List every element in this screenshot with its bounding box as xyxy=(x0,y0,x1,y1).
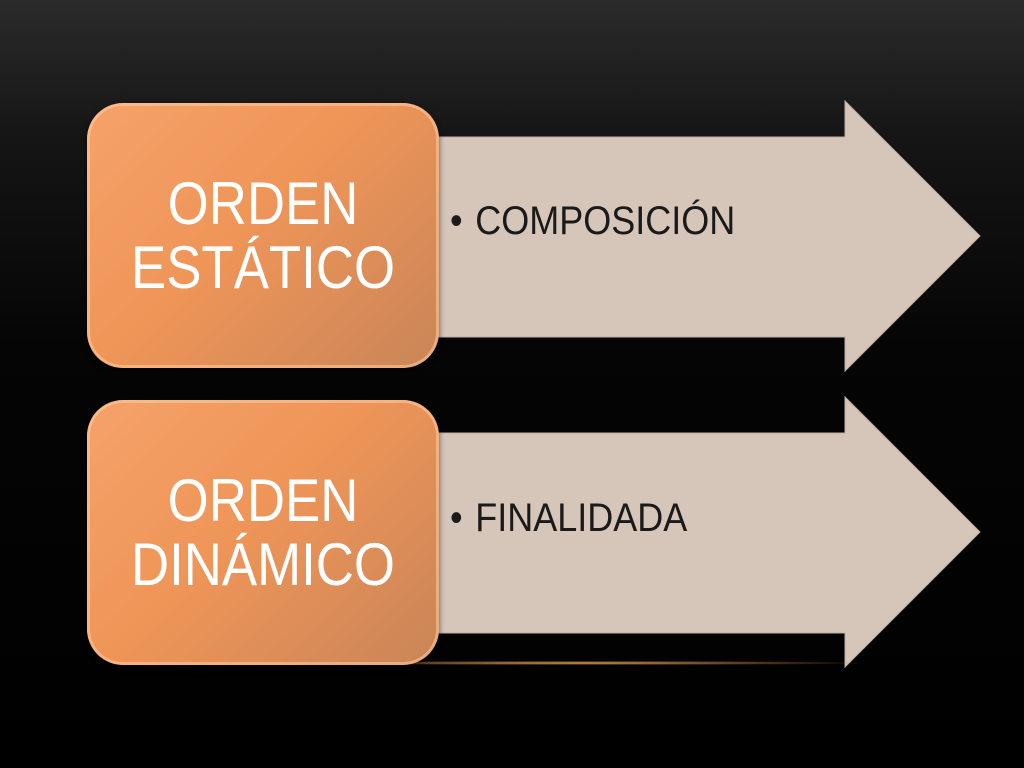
glow-line xyxy=(300,661,860,665)
block-title: ORDEN ESTÁTICO xyxy=(130,169,396,301)
block-title-line: DINÁMICO xyxy=(131,530,395,598)
block-orden-estatico: ORDEN ESTÁTICO xyxy=(87,103,439,368)
block-title-line: ORDEN xyxy=(167,169,359,237)
block-title-line: ESTÁTICO xyxy=(130,233,396,301)
block-orden-dinamico: ORDEN DINÁMICO xyxy=(87,400,439,665)
bullet-icon: • xyxy=(450,199,463,243)
arrow-item-label: COMPOSICIÓN xyxy=(475,199,736,243)
arrow-item-label: FINALIDADA xyxy=(475,496,688,540)
block-title-line: ORDEN xyxy=(167,466,359,534)
arrow-item-composicion: • COMPOSICIÓN xyxy=(450,199,735,243)
bullet-icon: • xyxy=(450,496,463,540)
arrow-item-finalidada: • FINALIDADA xyxy=(450,496,687,540)
block-title: ORDEN DINÁMICO xyxy=(131,466,395,598)
